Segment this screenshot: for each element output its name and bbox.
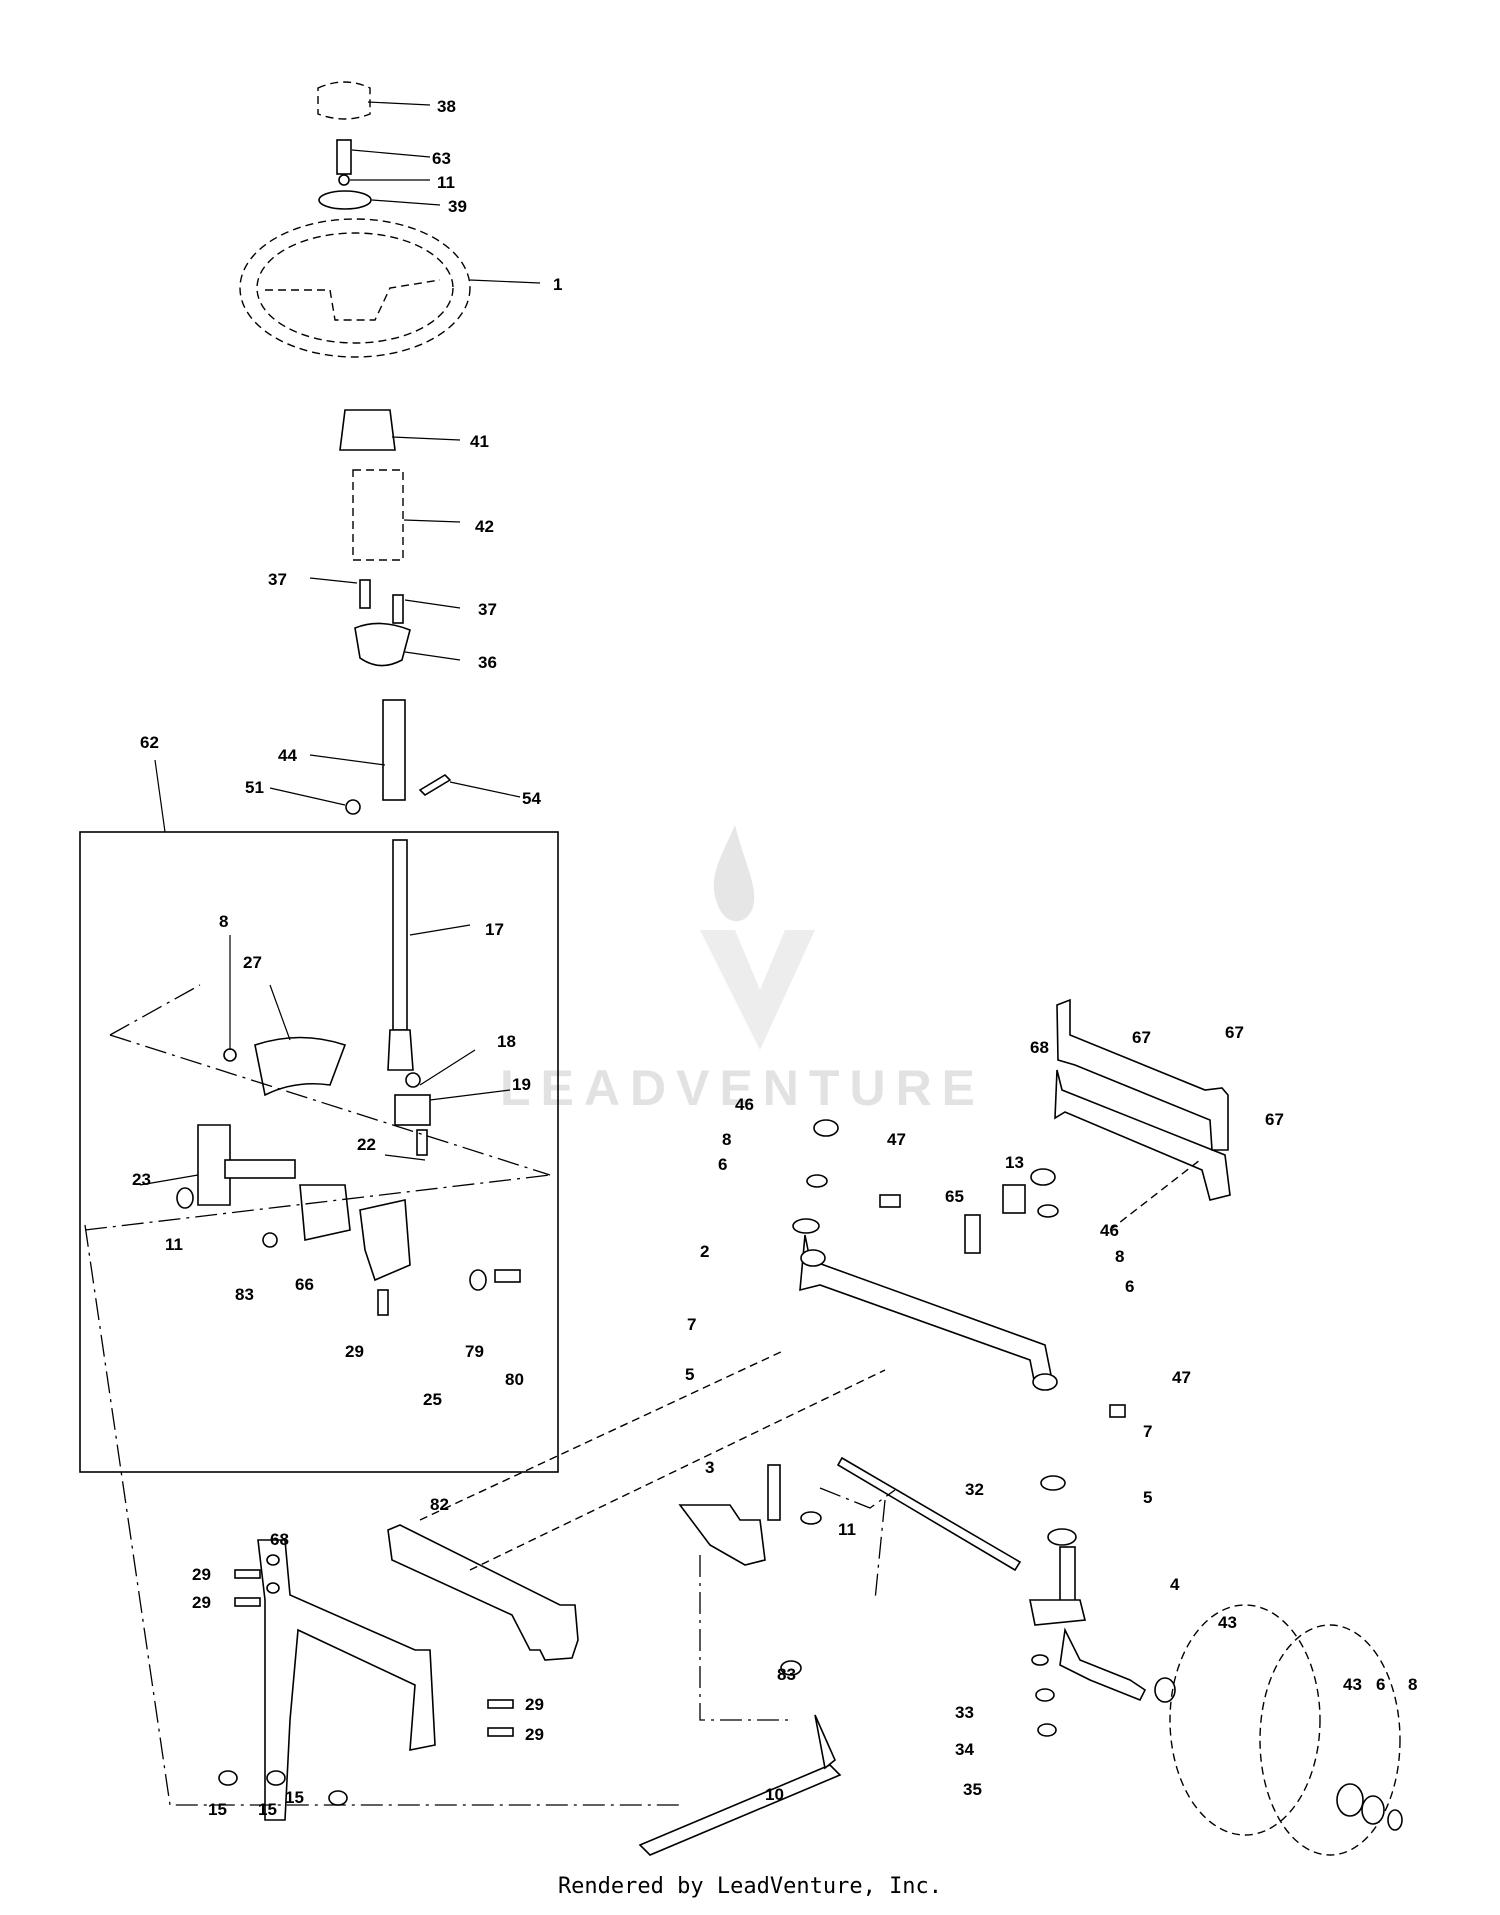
part-label: 29 (345, 1342, 364, 1361)
part-label: 43 (1343, 1675, 1362, 1694)
part-label: 67 (1265, 1110, 1284, 1129)
part-label: 83 (235, 1285, 254, 1304)
part-label: 67 (1132, 1028, 1151, 1047)
leader-lines (139, 101, 541, 1186)
part-label: 6 (1376, 1675, 1385, 1694)
part-label: 32 (965, 1480, 984, 1499)
part-label: 5 (1143, 1488, 1152, 1507)
part-label: 1 (553, 275, 562, 294)
watermark-text: LEADVENTURE (500, 1060, 985, 1116)
part-label: 46 (735, 1095, 754, 1114)
part-label: 63 (432, 149, 451, 168)
frame-brackets (218, 998, 1229, 1821)
part-label: 51 (245, 778, 264, 797)
part-label: 29 (525, 1725, 544, 1744)
part-label: 80 (505, 1370, 524, 1389)
part-label: 3 (705, 1458, 714, 1477)
part-label: 6 (1125, 1277, 1134, 1296)
part-label: 46 (1100, 1221, 1119, 1240)
part-label: 18 (497, 1032, 516, 1051)
steering-column-upper (239, 81, 471, 815)
part-label: 13 (1005, 1153, 1024, 1172)
part-label: 11 (437, 173, 455, 192)
part-label: 11 (838, 1520, 856, 1539)
part-label: 10 (765, 1785, 784, 1804)
part-label: 79 (465, 1342, 484, 1361)
part-label: 27 (243, 953, 262, 972)
part-label: 8 (1408, 1675, 1417, 1694)
part-label: 37 (268, 570, 287, 589)
leadventure-watermark: LEADVENTURE (500, 825, 985, 1116)
part-label: 42 (475, 517, 494, 536)
part-label: 15 (208, 1800, 227, 1819)
part-label: 5 (685, 1365, 694, 1384)
part-label: 41 (470, 432, 489, 451)
front-axle-assembly (638, 1069, 1403, 1856)
part-label: 33 (955, 1703, 974, 1722)
part-label: 54 (522, 789, 541, 808)
part-label: 19 (512, 1075, 531, 1094)
part-label: 34 (955, 1740, 974, 1759)
part-label: 29 (525, 1695, 544, 1714)
part-label: 25 (423, 1390, 442, 1409)
part-label: 29 (192, 1593, 211, 1612)
steering-gear-kit-box (79, 831, 559, 1473)
part-label: 36 (478, 653, 497, 672)
part-label: 67 (1225, 1023, 1244, 1042)
part-label: 37 (478, 600, 497, 619)
part-label: 38 (437, 97, 456, 116)
part-label: 23 (132, 1170, 151, 1189)
part-label: 43 (1218, 1613, 1237, 1632)
part-label: 83 (777, 1665, 796, 1684)
part-label: 39 (448, 197, 467, 216)
part-label: 17 (485, 920, 504, 939)
part-label: 44 (278, 746, 297, 765)
part-labels: 38 63 11 39 1 41 42 37 37 36 62 44 51 54… (132, 97, 1417, 1819)
part-label: 8 (1115, 1247, 1124, 1266)
part-label: 15 (285, 1788, 304, 1807)
part-label: 29 (192, 1565, 211, 1584)
part-label: 68 (270, 1530, 289, 1549)
part-label: 66 (295, 1275, 314, 1294)
part-label: 11 (165, 1235, 183, 1254)
part-label: 35 (963, 1780, 982, 1799)
part-label: 65 (945, 1187, 964, 1206)
footer-credit: Rendered by LeadVenture, Inc. (558, 1874, 942, 1899)
part-label: 47 (887, 1130, 906, 1149)
part-label: 62 (140, 733, 159, 752)
part-label: 15 (258, 1800, 277, 1819)
part-label: 82 (430, 1495, 449, 1514)
part-label: 6 (718, 1155, 727, 1174)
part-label: 7 (687, 1315, 696, 1334)
part-label: 4 (1170, 1575, 1180, 1594)
part-label: 7 (1143, 1422, 1152, 1441)
part-label: 2 (700, 1242, 709, 1261)
part-label: 8 (219, 912, 228, 931)
part-label: 68 (1030, 1038, 1049, 1057)
part-label: 47 (1172, 1368, 1191, 1387)
phantom-lines (84, 1159, 1201, 1806)
part-label: 22 (357, 1135, 376, 1154)
part-label: 8 (722, 1130, 731, 1149)
